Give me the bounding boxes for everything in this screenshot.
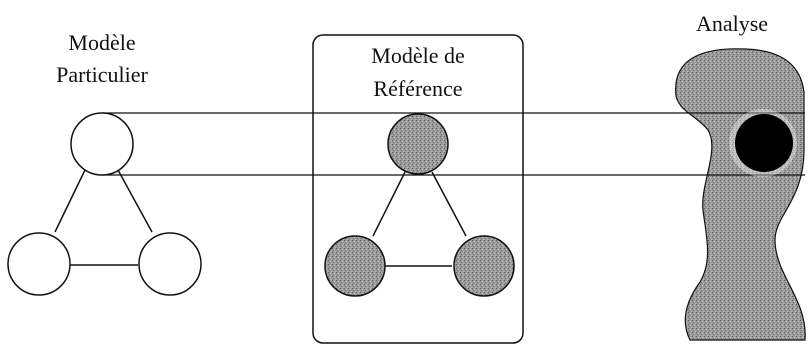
- reference-node-left: [324, 235, 386, 297]
- reference-graph: [324, 113, 515, 297]
- particular-edge-right: [117, 169, 153, 233]
- analysis-label: Analyse: [696, 11, 768, 36]
- particular-node-left: [7, 232, 71, 296]
- reference-label-line1: Modèle de: [371, 43, 464, 68]
- analysis-region: [675, 48, 806, 341]
- particular-graph: [7, 112, 202, 296]
- particular-edge-left: [54, 169, 86, 233]
- reference-edge-left: [372, 171, 406, 237]
- particular-model-label: Modèle Particulier: [56, 30, 148, 87]
- reference-node-right: [453, 235, 515, 297]
- reference-model-label: Modèle de Référence: [371, 43, 464, 101]
- reference-edge-right: [431, 171, 467, 237]
- reference-node-top: [387, 113, 449, 175]
- particular-label-line1: Modèle: [68, 30, 135, 55]
- particular-label-line2: Particulier: [56, 62, 148, 87]
- reference-model-frame: [312, 34, 524, 344]
- particular-node-top: [70, 112, 134, 176]
- particular-node-right: [138, 232, 202, 296]
- reference-label-line2: Référence: [373, 76, 462, 101]
- analysis-core: [735, 114, 793, 172]
